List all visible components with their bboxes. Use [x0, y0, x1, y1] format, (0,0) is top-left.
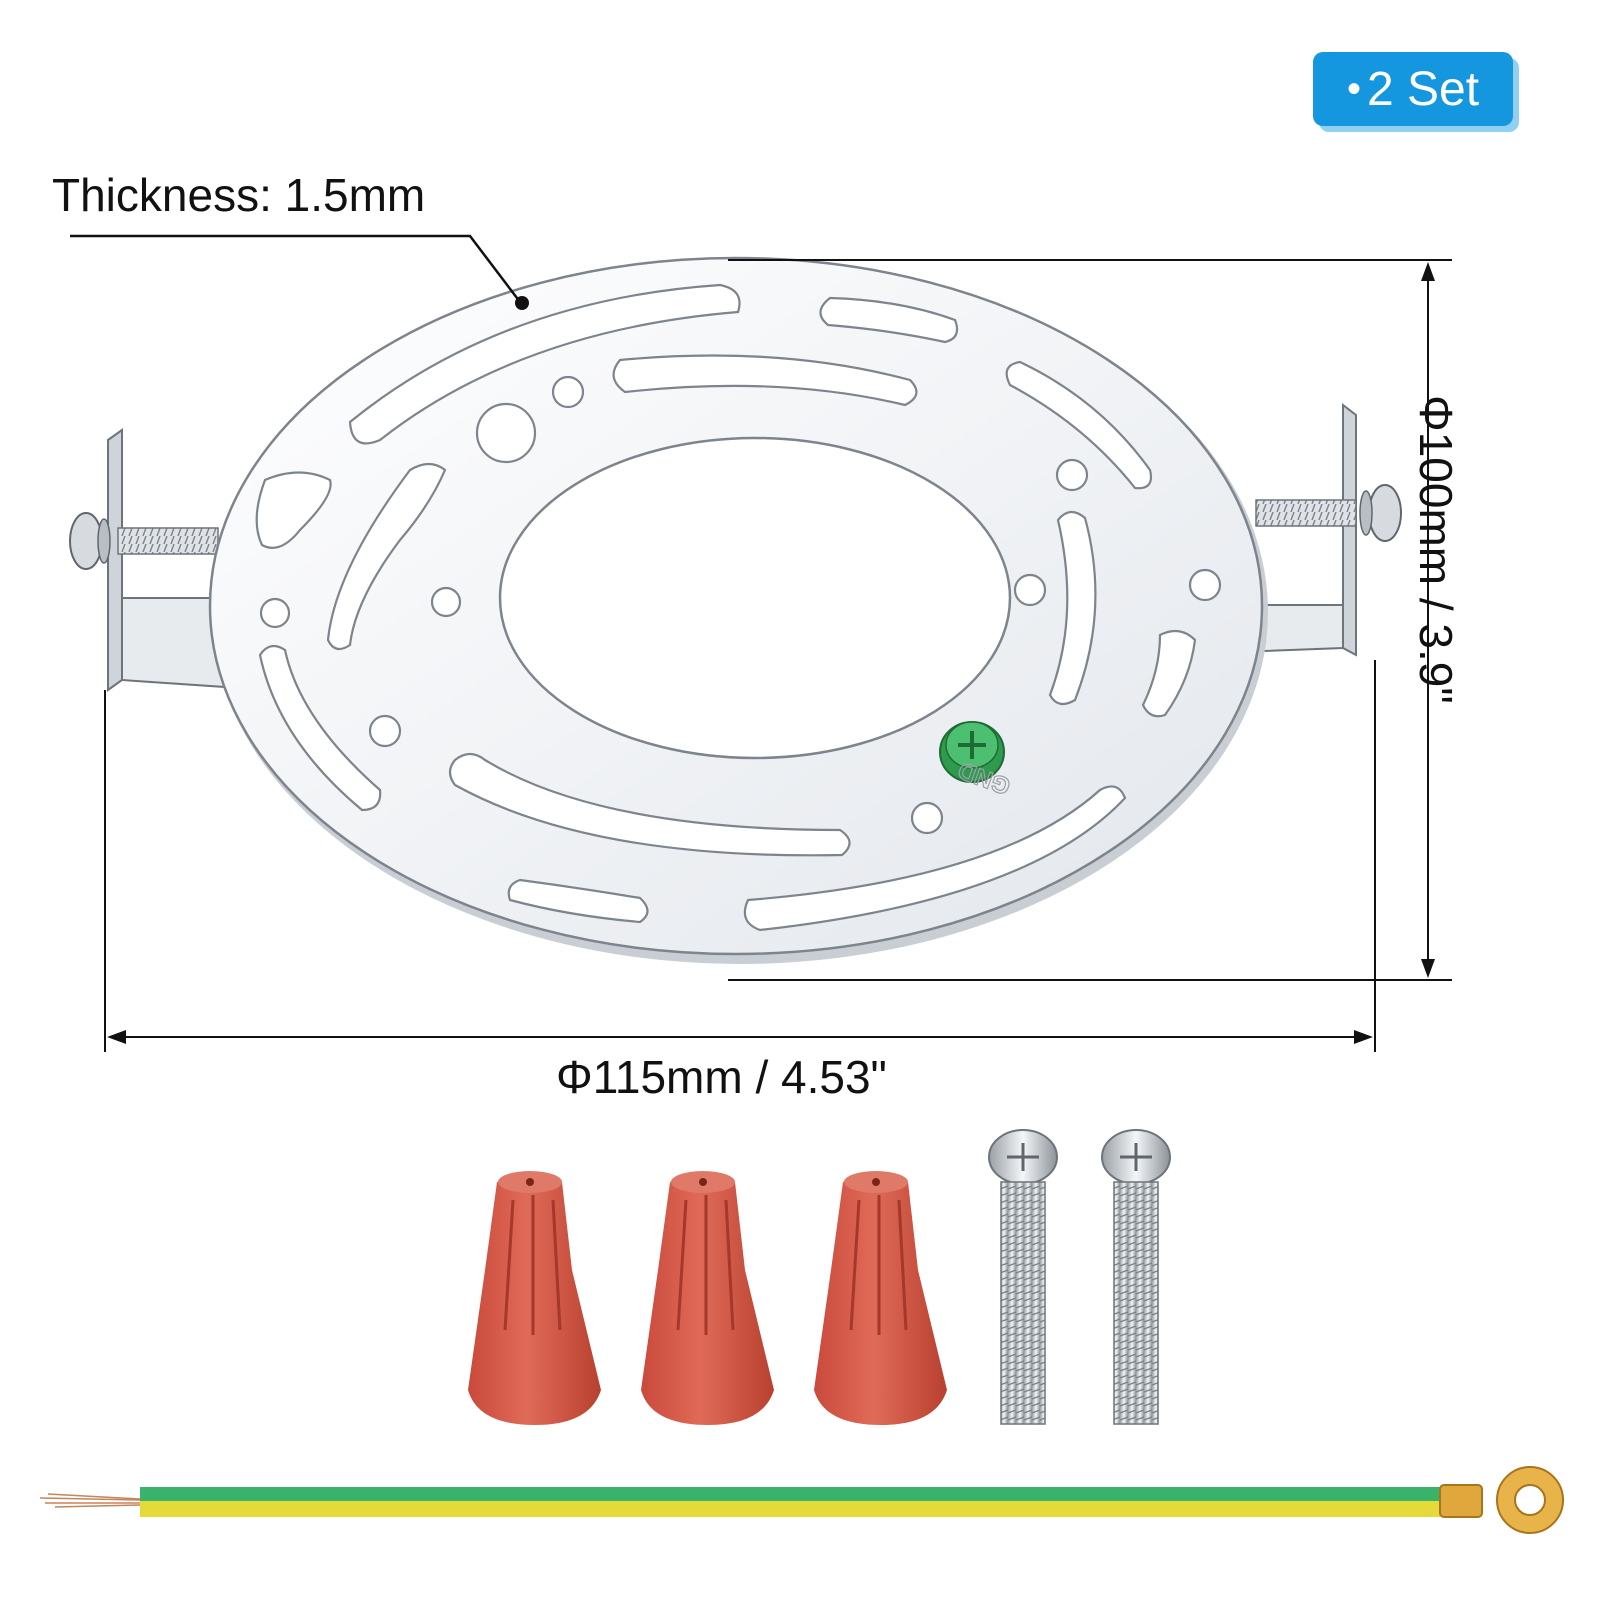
ring-terminal	[1439, 1466, 1564, 1534]
left-bolt-thread	[117, 527, 219, 555]
ground-screw	[939, 721, 1005, 783]
plate-holes	[259, 375, 1222, 835]
badge-text: 2 Set	[1366, 62, 1480, 116]
wire-nut	[641, 1171, 774, 1425]
thickness-callout	[70, 234, 529, 310]
plate-slots	[255, 283, 1197, 932]
right-bolt-head	[1368, 484, 1402, 542]
thickness-label: Thickness: 1.5mm	[52, 169, 426, 221]
height-dimension-label: Φ100mm / 3.9"	[1410, 395, 1462, 704]
badge-bullet: •	[1346, 66, 1361, 111]
center-opening	[498, 436, 1012, 760]
left-bolt-head	[69, 512, 103, 570]
mounting-screw	[1101, 1129, 1171, 1425]
dimension-arrows	[107, 262, 1435, 1044]
right-bolt-thread	[1255, 499, 1357, 527]
mounting-screw	[988, 1129, 1058, 1425]
wire-nut	[814, 1171, 947, 1425]
width-dimension-label: Φ115mm / 4.53"	[556, 1051, 887, 1103]
stripped-wire-end	[39, 1493, 141, 1508]
right-mounting-tab	[1235, 402, 1402, 657]
left-mounting-tab	[69, 428, 241, 692]
wire-nut	[468, 1171, 601, 1425]
mounting-plate: GND	[208, 256, 1268, 964]
ground-wire	[39, 1466, 1564, 1534]
set-quantity-badge: • 2 Set	[1313, 52, 1513, 126]
dimension-lines	[104, 259, 1452, 1052]
